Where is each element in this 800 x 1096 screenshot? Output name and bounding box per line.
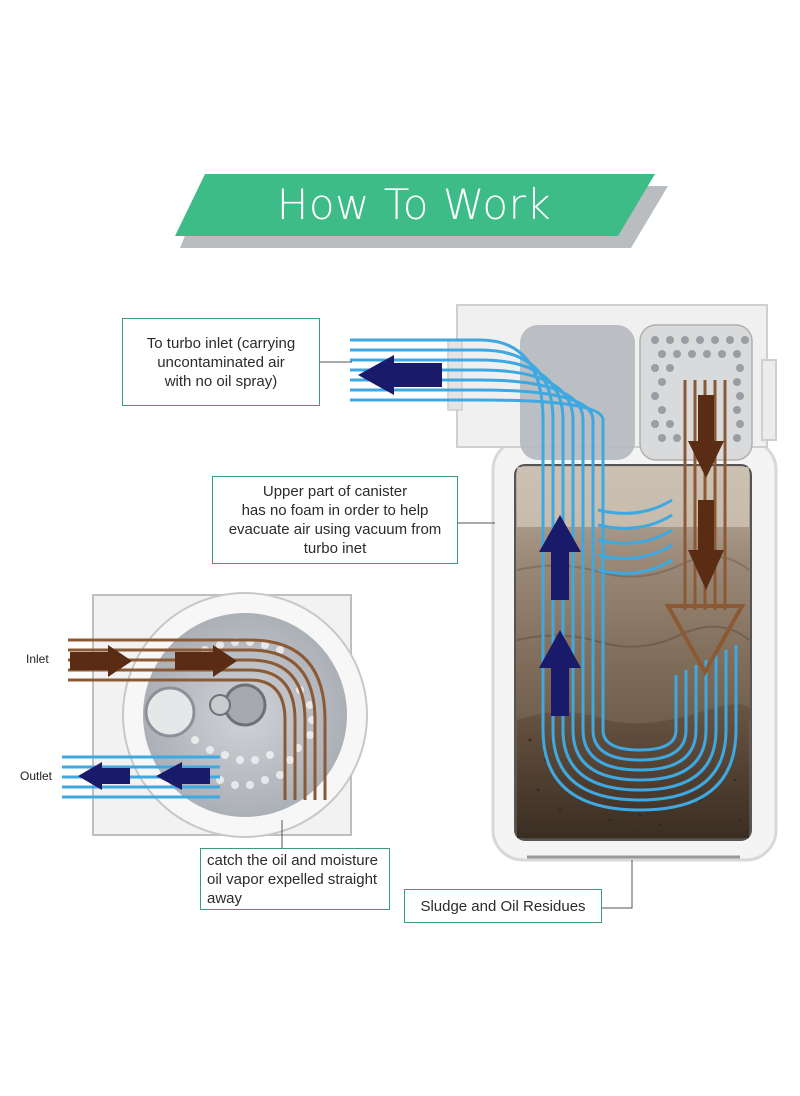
filter-holes	[651, 336, 749, 442]
callout-line: uncontaminated air	[157, 353, 285, 371]
side-view-port-right	[209, 694, 231, 716]
clean-air-up-arrow	[539, 630, 581, 716]
callout-line: away	[207, 889, 243, 907]
banner-ribbon	[175, 174, 655, 236]
side-view-holes	[191, 638, 316, 789]
outlet-arrow	[78, 762, 130, 790]
callout-catch-oil: catch the oil and moisture oil vapor exp…	[200, 848, 390, 910]
callout-line: turbo inet	[303, 540, 367, 557]
oil-down-arrow	[688, 500, 724, 590]
outlet-arrow	[156, 762, 210, 790]
inlet-arrow	[70, 645, 132, 677]
callout-line: oil vapor expelled straight	[207, 870, 378, 888]
callout-sludge: Sludge and Oil Residues	[404, 889, 602, 923]
oily-air-arrowhead	[664, 604, 746, 677]
callout-line: with no oil spray)	[164, 372, 278, 390]
clean-air-flow	[350, 338, 738, 812]
side-view	[62, 592, 368, 838]
title-banner	[175, 174, 668, 248]
head-valve-housing	[520, 325, 635, 460]
outlet-label: Outlet	[20, 769, 53, 783]
callout-line: Upper part of canister	[262, 483, 408, 500]
oil-down-arrow	[688, 395, 724, 478]
callout-line: has no foam in order to help	[241, 502, 429, 519]
side-view-port-left	[144, 686, 196, 738]
swirl-flow	[597, 498, 673, 575]
callout-line: Sludge and Oil Residues	[420, 897, 586, 915]
turbo-inlet-arrow	[358, 355, 442, 395]
canister-head-side	[761, 359, 777, 441]
inlet-label: Inlet	[26, 652, 49, 666]
callout-line: To turbo inlet (carrying	[146, 334, 296, 352]
side-inlet-flow	[68, 638, 327, 800]
inlet-arrow	[175, 645, 237, 677]
canister	[350, 304, 778, 862]
callout-upper-part: Upper part of canister has no foam in or…	[212, 476, 458, 564]
clean-air-up-arrow	[539, 515, 581, 600]
callout-line: evacuate air using vacuum from	[228, 521, 442, 538]
callout-turbo-inlet: To turbo inlet (carrying uncontaminated …	[122, 318, 320, 406]
callout-leaders	[281, 361, 633, 909]
callout-line: catch the oil and moisture	[207, 851, 378, 869]
page-title: How To Work	[276, 179, 552, 229]
